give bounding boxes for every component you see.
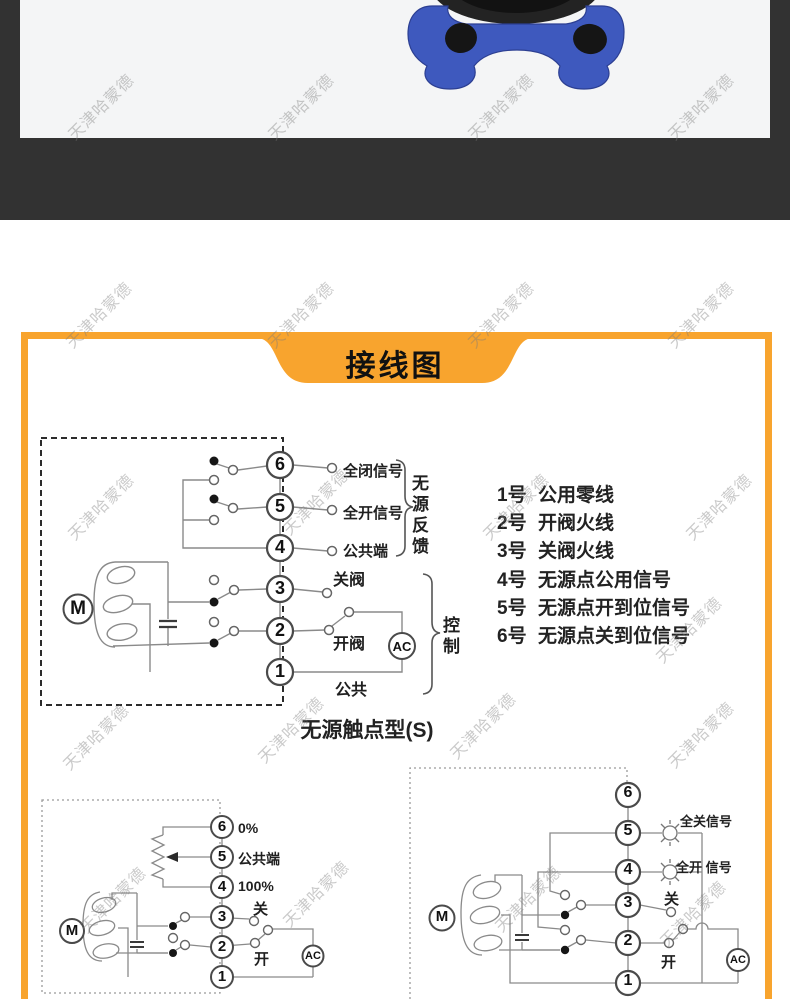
list-item-desc: 关阀火线	[538, 541, 615, 563]
capacitor	[159, 619, 177, 629]
wires	[460, 795, 739, 984]
terminal-number: 6	[217, 818, 227, 835]
terminal-number: 5	[217, 848, 227, 865]
list-item: 5号无源点开到位信号	[497, 592, 690, 620]
label-common-terminal: 公共端	[238, 851, 280, 867]
motor-circle	[59, 918, 85, 944]
label-common: 公共	[335, 682, 368, 699]
label-open: 开	[661, 954, 677, 971]
contact-circles	[167, 911, 274, 951]
contact-circles	[208, 462, 355, 637]
label-close: 关	[253, 901, 269, 918]
braces	[395, 459, 441, 695]
label-100-percent: 100%	[238, 878, 274, 894]
list-item-desc: 无源点开到位信号	[538, 597, 691, 619]
label-close-valve: 关阀	[333, 572, 366, 589]
motor-circle	[428, 904, 456, 932]
ac-circle	[726, 948, 750, 972]
list-item-num: 2号	[497, 512, 527, 534]
terminal-circles	[614, 781, 642, 997]
list-item-num: 1号	[497, 484, 527, 506]
terminal-number: 5	[623, 822, 633, 839]
terminal-number: 4	[274, 537, 285, 557]
ac-circle	[301, 944, 325, 968]
terminal-number: 4	[217, 878, 227, 895]
list-item-num: 3号	[497, 541, 527, 563]
ac-label: AC	[305, 950, 321, 962]
terminal-number: 3	[217, 908, 227, 925]
list-item: 3号关阀火线	[497, 536, 690, 564]
terminal-number: 2	[217, 938, 227, 955]
label-passive-feedback: 无源反馈	[409, 474, 428, 558]
product-photo-area	[20, 0, 770, 138]
terminal-number: 3	[274, 578, 285, 598]
terminal-number: 1	[623, 972, 633, 989]
list-item-desc: 无源点公用信号	[538, 569, 672, 591]
label-closed-signal: 全闭信号	[343, 463, 404, 480]
product-photo-valve-actuator	[407, 0, 625, 90]
list-item: 1号公用零线	[497, 479, 690, 507]
lamp-wiring-diagram	[409, 767, 750, 999]
terminal-description-list: 1号公用零线 2号开阀火线 3号关阀火线 4号无源点公用信号 5号无源点开到位信…	[497, 479, 690, 649]
terminal-number: 4	[623, 861, 633, 878]
label-full-close-signal: 全关信号	[680, 814, 733, 829]
list-item: 4号无源点公用信号	[497, 564, 690, 592]
list-item-desc: 无源点关到位信号	[538, 626, 691, 648]
wiper-arrow	[166, 852, 178, 862]
label-close: 关	[664, 891, 680, 908]
terminal-circles	[210, 815, 234, 989]
banner-tab-shape	[258, 338, 532, 383]
terminal-circles	[265, 450, 295, 687]
motor-circle	[62, 593, 94, 625]
label-open-signal: 全开信号	[343, 505, 404, 522]
list-item-num: 4号	[497, 569, 527, 591]
capacitor	[130, 941, 144, 948]
motor-label: M	[65, 922, 79, 939]
terminal-number: 1	[217, 968, 227, 985]
lamp-symbols	[660, 820, 680, 885]
list-item-desc: 公用零线	[538, 484, 615, 506]
wiring-diagram-box	[21, 332, 772, 999]
list-item: 2号开阀火线	[497, 507, 690, 535]
main-wiring-diagram	[40, 437, 441, 706]
wires	[82, 826, 314, 978]
terminal-number: 2	[274, 620, 285, 640]
terminal-number: 5	[274, 496, 285, 516]
label-open: 开	[254, 951, 270, 968]
contact-dots	[169, 922, 177, 957]
banner-title: 接线图	[345, 350, 445, 383]
contact-dots	[209, 456, 219, 648]
terminal-number: 1	[274, 661, 285, 681]
label-full-open-signal: 全开 信号	[676, 860, 732, 875]
ac-label: AC	[392, 639, 412, 654]
terminal-number: 6	[623, 784, 633, 801]
list-item-desc: 开阀火线	[538, 512, 615, 534]
contact-circles	[559, 889, 689, 949]
label-open-valve: 开阀	[333, 636, 366, 653]
label-0-percent: 0%	[238, 820, 259, 836]
terminal-number: 6	[274, 454, 285, 474]
terminal-number: 3	[623, 894, 633, 911]
list-item-num: 6号	[497, 626, 527, 648]
list-item-num: 5号	[497, 597, 527, 619]
list-item: 6号无源点关到位信号	[497, 620, 690, 648]
ac-label: AC	[730, 954, 746, 966]
potentiometer-wiring-diagram	[41, 799, 325, 994]
capacitor	[515, 934, 529, 941]
motor-label: M	[435, 908, 449, 925]
label-common-terminal: 公共端	[343, 543, 389, 560]
diagram-caption: 无源触点型(S)	[300, 719, 434, 742]
motor-label: M	[70, 598, 86, 619]
terminal-number: 2	[623, 932, 633, 949]
contact-dots	[560, 910, 570, 955]
ac-circle	[388, 632, 416, 660]
label-control: 控制	[440, 616, 459, 658]
